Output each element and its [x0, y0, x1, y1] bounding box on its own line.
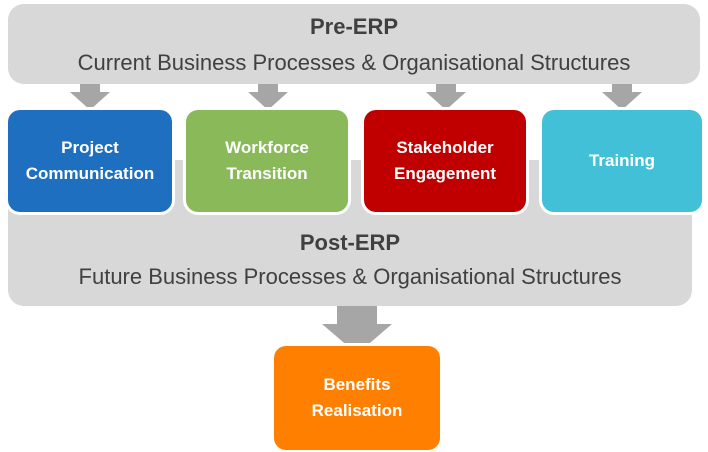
post-erp-title: Post-ERP	[299, 230, 401, 255]
arrow-head-stakeholder	[426, 92, 466, 110]
pre-erp-subtitle: Current Business Processes & Organisatio…	[77, 50, 631, 75]
arrow-head-project	[70, 92, 110, 110]
training-box: Training	[542, 110, 702, 212]
benefits-realisation-box: Benefits Realisation	[274, 346, 440, 450]
project-communication-box: Project Communication	[8, 110, 172, 212]
benefits-realisation-label: Benefits Realisation	[311, 375, 403, 420]
arrow-shaft-project	[80, 84, 100, 92]
stakeholder-engagement-box: Stakeholder Engagement	[364, 110, 526, 212]
training-label: Training	[588, 151, 656, 170]
stakeholder-engagement-label: Stakeholder Engagement	[393, 138, 497, 183]
post-erp-subtitle: Future Business Processes & Organisation…	[78, 264, 622, 289]
project-communication-label: Project Communication	[25, 138, 155, 183]
arrow-head-training	[602, 92, 642, 110]
workforce-transition-box: Workforce Transition	[186, 110, 348, 212]
arrow-shaft-training	[612, 84, 632, 92]
pre-erp-title: Pre-ERP	[309, 14, 399, 39]
arrow-shaft-benefits	[337, 306, 377, 324]
arrow-head-workforce	[248, 92, 288, 110]
arrow-shaft-stakeholder	[436, 84, 456, 92]
workforce-transition-label: Workforce Transition	[225, 138, 309, 183]
pre-erp-banner: Pre-ERP Current Business Processes & Org…	[8, 4, 700, 84]
arrow-shaft-workforce	[258, 84, 278, 92]
